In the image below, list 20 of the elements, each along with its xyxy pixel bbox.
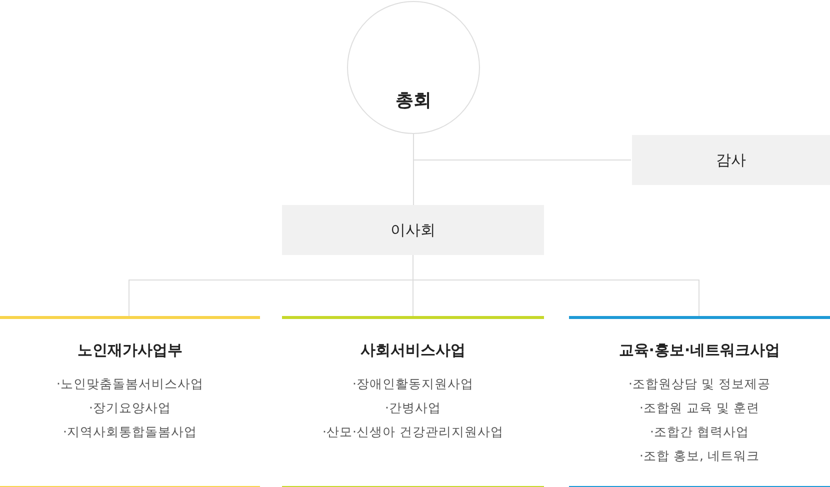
board-box	[282, 205, 544, 255]
node-label: 총회	[394, 89, 432, 112]
list-item: ·간병사업	[384, 400, 442, 417]
list-item: ·조합원 교육 및 훈련	[638, 400, 760, 417]
panel-heading: 노인재가사업부	[76, 341, 184, 360]
division-panel	[0, 316, 260, 487]
list-item: ·노인맞춤돌봄서비스사업	[56, 376, 204, 393]
list-item: ·조합원상담 및 정보제공	[628, 376, 772, 393]
list-item: ·산모·신생아 건강관리지원사업	[322, 424, 504, 441]
node-label: 이사회	[390, 220, 436, 240]
auditor-box	[632, 135, 830, 185]
list-item: ·장애인활동지원사업	[352, 376, 474, 393]
panel-heading: 사회서비스사업	[360, 341, 466, 360]
list-item: ·조합 홍보, 네트워크	[638, 448, 760, 465]
list-item: ·지역사회통합돌봄사업	[62, 424, 198, 441]
list-item: ·장기요양사업	[88, 400, 172, 417]
division-panel	[569, 316, 830, 487]
list-item: ·조합간 협력사업	[649, 424, 750, 441]
panel-heading: 교육·홍보·네트워크사업	[618, 341, 782, 360]
node-label: 감사	[716, 150, 746, 170]
